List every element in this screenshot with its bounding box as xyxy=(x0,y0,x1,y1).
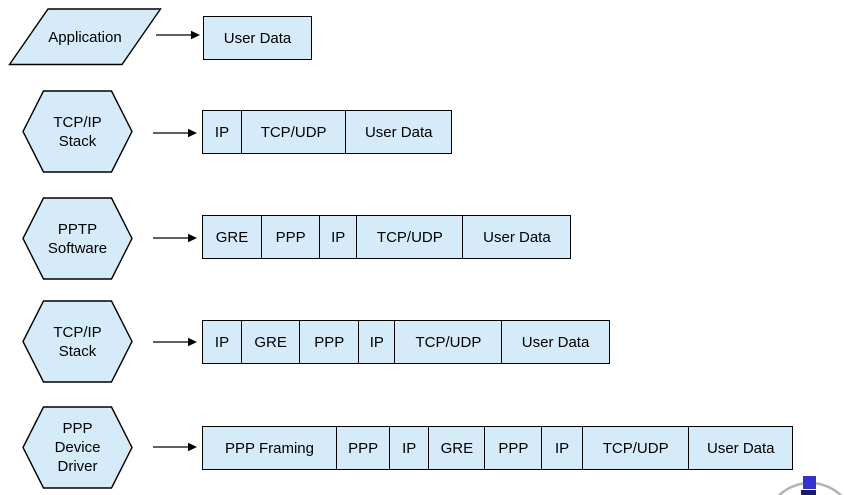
packet-segment-user-data: User Data xyxy=(203,16,312,60)
right-arrow-icon xyxy=(153,442,197,452)
packet-segment-user-data: User Data xyxy=(501,320,611,364)
packet-segment-user-data: User Data xyxy=(688,426,794,470)
packet-segment-tcpudp: TCP/UDP xyxy=(355,215,464,259)
packet-bar: IP TCP/UDP User Data xyxy=(202,110,453,154)
right-arrow-icon xyxy=(153,233,197,243)
stage-label-line: Device xyxy=(54,439,101,456)
packet-bar: User Data xyxy=(203,16,312,60)
stage-label-tcpip-stack: TCP/IP Stack xyxy=(22,300,133,383)
hexagon-shape xyxy=(22,197,133,280)
stage-label-line: Stack xyxy=(58,132,97,150)
stage-label-line: Driver xyxy=(57,458,98,475)
packet-segment-gre: GRE xyxy=(240,320,301,364)
packet-segment-user-data: User Data xyxy=(345,110,453,154)
stage-label-pptp-software: PPTP Software xyxy=(22,197,133,280)
packet-segment-ppp: PPP xyxy=(335,426,391,470)
packet-segment-ppp: PPP xyxy=(260,215,321,259)
stage-label-line: TCP/IP xyxy=(53,113,102,131)
packet-segment-tcpudp: TCP/UDP xyxy=(581,426,690,470)
stage-label-line: TCP/IP xyxy=(53,323,102,341)
packet-segment-ppp: PPP xyxy=(299,320,360,364)
packet-segment-gre: GRE xyxy=(427,426,486,470)
right-arrow-icon xyxy=(153,337,197,347)
packet-segment-ip: IP xyxy=(541,426,584,470)
stage-label-application: Application xyxy=(8,8,162,66)
packet-segment-tcpudp: TCP/UDP xyxy=(394,320,503,364)
right-arrow-icon xyxy=(156,30,200,40)
packet-segment-ip: IP xyxy=(357,320,396,364)
packet-segment-ppp-framing: PPP Framing xyxy=(202,426,337,470)
hexagon-shape xyxy=(22,90,133,173)
packet-segment-ip: IP xyxy=(319,215,358,259)
stage-label-line: Application xyxy=(48,28,122,46)
packet-segment-tcpudp: TCP/UDP xyxy=(240,110,347,154)
stage-label-line: Stack xyxy=(58,342,97,360)
packet-segment-ip: IP xyxy=(389,426,430,470)
packet-bar: GRE PPP IP TCP/UDP User Data xyxy=(202,215,572,259)
hexagon-shape xyxy=(22,300,133,383)
stage-label-tcpip-stack: TCP/IP Stack xyxy=(22,90,133,173)
packet-segment-ppp: PPP xyxy=(484,426,543,470)
packet-segment-ip: IP xyxy=(202,320,242,364)
stage-label-line: PPP xyxy=(62,420,93,437)
packet-bar: PPP Framing PPP IP GRE PPP IP TCP/UDP Us… xyxy=(202,426,794,470)
packet-segment-gre: GRE xyxy=(202,215,262,259)
stage-label-line: Software xyxy=(47,239,108,257)
stage-label-line: PPTP xyxy=(57,220,98,238)
parallelogram-shape xyxy=(8,8,162,66)
partial-circle-logo-icon xyxy=(777,476,843,495)
packet-segment-user-data: User Data xyxy=(462,215,572,259)
hexagon-shape xyxy=(22,406,133,489)
packet-segment-ip: IP xyxy=(202,110,242,154)
stage-label-ppp-device-driver: PPP Device Driver xyxy=(22,406,133,489)
right-arrow-icon xyxy=(153,128,197,138)
packet-bar: IP GRE PPP IP TCP/UDP User Data xyxy=(202,320,611,364)
